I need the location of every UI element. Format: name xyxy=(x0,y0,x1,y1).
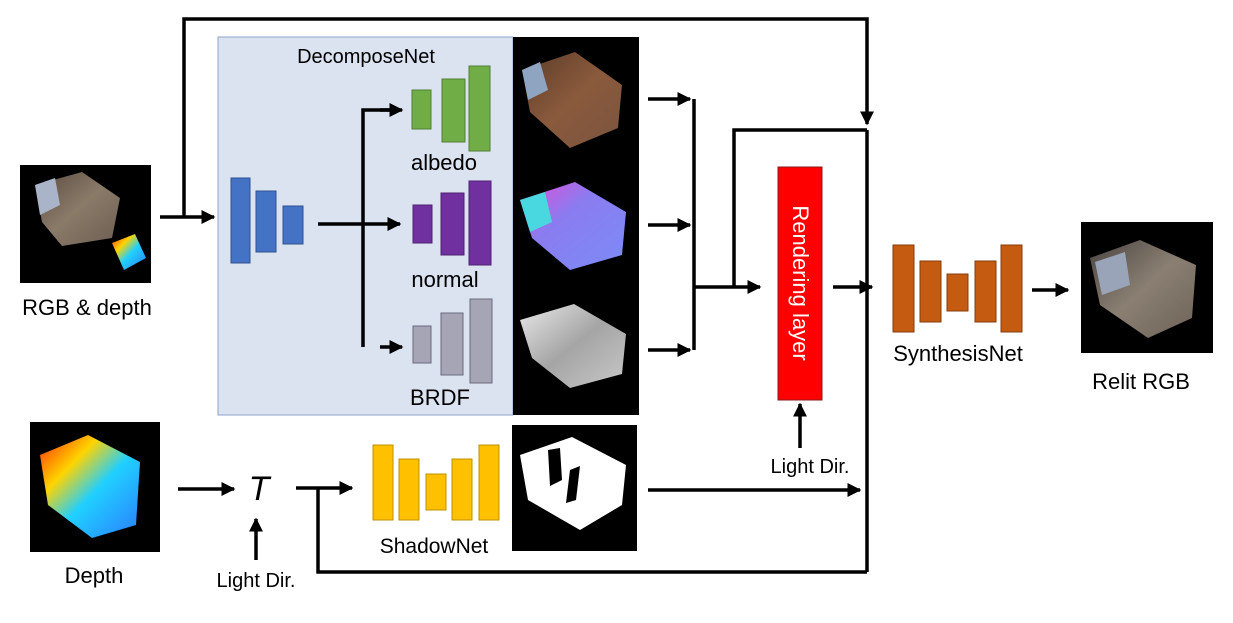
normal-map-image xyxy=(520,182,626,270)
transform-operator: T xyxy=(249,470,272,508)
depth-label: Depth xyxy=(65,563,124,588)
shadow-net-block xyxy=(372,444,500,521)
shadow-map-image xyxy=(512,425,637,551)
brdf-image xyxy=(520,304,626,388)
encoder-block xyxy=(230,177,304,264)
albedo-label: albedo xyxy=(411,150,477,175)
rendering-layer-label: Rendering layer xyxy=(788,205,813,360)
light-dir-label-1: Light Dir. xyxy=(217,570,296,592)
albedo-decoder-block xyxy=(411,65,491,152)
synthesis-net-block xyxy=(892,244,1023,333)
relit-label: Relit RGB xyxy=(1092,369,1190,394)
synthesis-net-label: SynthesisNet xyxy=(893,341,1023,366)
light-dir-label-2: Light Dir. xyxy=(771,456,850,478)
input-label: RGB & depth xyxy=(22,295,152,320)
brdf-label: BRDF xyxy=(410,385,470,410)
albedo-image xyxy=(522,52,622,148)
brdf-decoder-block xyxy=(412,298,493,384)
shadow-net-label: ShadowNet xyxy=(380,535,489,558)
rendering-layer-block: Rendering layer xyxy=(777,166,823,401)
normal-label: normal xyxy=(411,267,478,292)
relit-rgb-image xyxy=(1081,222,1213,353)
connectors xyxy=(160,17,1070,574)
input-rgb-depth-image xyxy=(20,165,151,283)
decompose-net-label: DecomposeNet xyxy=(297,46,435,68)
depth-map-image xyxy=(30,422,160,552)
normal-decoder-block xyxy=(412,180,492,266)
decomposition-images xyxy=(513,37,639,415)
